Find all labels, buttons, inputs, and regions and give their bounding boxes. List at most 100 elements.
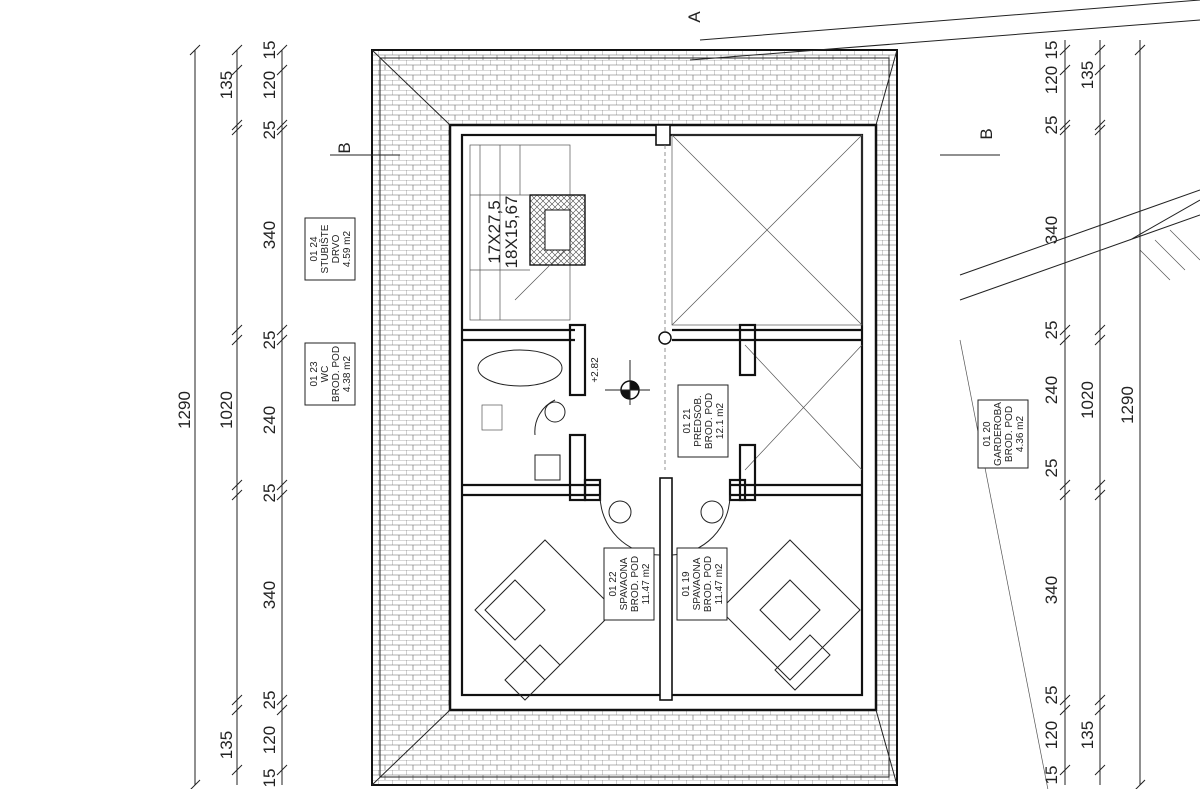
dimension-tick <box>231 124 243 136</box>
exterior-stair <box>689 0 1200 789</box>
elevation-label: +2.82 <box>590 357 601 383</box>
room-label-wc: WC <box>320 366 331 383</box>
dimension-label: 240 <box>260 406 279 434</box>
dimension-label: 15 <box>1042 41 1061 60</box>
room-label-hall-box <box>677 384 729 458</box>
section-marker-b-right: B <box>977 128 996 139</box>
dimension-tick <box>189 44 201 56</box>
dimension-label: 120 <box>260 726 279 754</box>
dimension-tick <box>276 64 288 76</box>
dimension-tick <box>1135 779 1146 789</box>
dimension-label: 1020 <box>1078 381 1097 419</box>
dimension-tick <box>1059 44 1071 56</box>
dimension-label: 25 <box>1042 459 1061 478</box>
dimension-tick <box>1094 124 1106 136</box>
dimension-tick <box>1059 764 1071 776</box>
dimension-tick <box>231 479 243 491</box>
roof <box>371 49 898 786</box>
dimension-tick <box>276 489 288 501</box>
dimension-tick <box>231 334 243 346</box>
room-label-hall: BROD. POD <box>704 393 715 449</box>
room-label-wc-box <box>304 342 356 406</box>
dimension-tick <box>1094 64 1106 76</box>
dimension-lines <box>194 40 1141 785</box>
room-label-bedroom: 11.47 m2 <box>641 563 652 604</box>
dimension-tick <box>276 119 288 131</box>
room-label-bedroom: 01 19 <box>681 571 692 596</box>
dimension-label: 135 <box>217 731 236 759</box>
room-label-bedroom: 11.47 m2 <box>714 563 725 604</box>
dimension-label: 340 <box>1042 576 1061 604</box>
dimension-tick <box>190 779 201 789</box>
dimension-label: 135 <box>217 71 236 99</box>
room-label-bedroom-box <box>603 547 655 621</box>
dimension-label: 120 <box>1042 721 1061 749</box>
room-label-hall: 01 21 <box>682 408 693 433</box>
dimension-tick <box>1059 324 1071 336</box>
room-label-wardrobe: 4.36 m2 <box>1015 415 1026 452</box>
room-label-bedroom-box <box>676 547 728 621</box>
dimension-tick <box>1059 479 1071 491</box>
dimension-label: 240 <box>1042 376 1061 404</box>
dimension-tick <box>276 704 288 716</box>
dimension-label: 25 <box>1042 686 1061 705</box>
dimension-label: 25 <box>260 484 279 503</box>
room-label-wardrobe: 01 20 <box>982 421 993 446</box>
dimension-label: 135 <box>1078 61 1097 89</box>
room-label-bedroom: 01 22 <box>608 571 619 596</box>
room-label-hall: 12.1 m2 <box>715 402 726 439</box>
interior-walls <box>460 124 864 701</box>
dimension-label: 25 <box>1042 321 1061 340</box>
stair-dimension: 17X27,5 <box>485 200 504 263</box>
room-label-wardrobe: GARDEROBA <box>993 402 1004 466</box>
room-label-wc: 4.38 m2 <box>342 355 353 392</box>
dimension-tick <box>1134 44 1146 56</box>
dimension-tick <box>231 44 243 56</box>
dimension-tick <box>1094 119 1106 131</box>
dimension-tick <box>1059 119 1071 131</box>
dimension-label: 15 <box>260 41 279 60</box>
dimension-tick <box>1059 489 1071 501</box>
dimension-label: 1020 <box>217 391 236 429</box>
dimension-label: 120 <box>1042 66 1061 94</box>
dimension-tick <box>276 324 288 336</box>
elevation-marker <box>605 360 650 405</box>
dimension-label: 25 <box>260 331 279 350</box>
dimension-tick <box>231 694 243 706</box>
dimension-tick <box>231 704 243 716</box>
room-label-wc: BROD. POD <box>331 346 342 402</box>
dimension-tick <box>231 64 243 76</box>
dimension-tick <box>1059 64 1071 76</box>
dimension-tick <box>1094 479 1106 491</box>
dimension-tick <box>1059 704 1071 716</box>
dimension-tick <box>1094 324 1106 336</box>
section-marker-a: A <box>685 11 704 23</box>
room-label-bedroom: BROD. POD <box>630 556 641 612</box>
room-label-stairs: STUBIŠTE <box>318 224 331 273</box>
dimension-tick <box>276 124 288 136</box>
dimension-tick <box>231 489 243 501</box>
dimension-tick <box>1059 694 1071 706</box>
section-marker-b-left: B <box>335 142 354 153</box>
room-label-stairs-box <box>304 217 356 281</box>
dimension-label: 25 <box>260 121 279 140</box>
dimension-tick <box>231 119 243 131</box>
dimension-tick <box>231 764 243 776</box>
dimension-label: 15 <box>1042 766 1061 785</box>
dimension-tick <box>231 324 243 336</box>
dimension-tick <box>1059 334 1071 346</box>
dimension-label: 340 <box>260 221 279 249</box>
dimension-label: 135 <box>1078 721 1097 749</box>
room-label-wardrobe-box <box>977 399 1029 469</box>
dimension-tick <box>1094 44 1106 56</box>
room-label-stairs: 4.59 m2 <box>342 230 353 267</box>
dimension-tick <box>1059 124 1071 136</box>
dimension-tick <box>1094 694 1106 706</box>
room-label-wardrobe: BROD. POD <box>1004 406 1015 462</box>
room-label-bedroom: BROD. POD <box>703 556 714 612</box>
stair-dimension: 18X15,67 <box>502 196 521 269</box>
dimension-label: 340 <box>1042 216 1061 244</box>
dimension-tick <box>276 764 288 776</box>
dimension-tick <box>1094 489 1106 501</box>
